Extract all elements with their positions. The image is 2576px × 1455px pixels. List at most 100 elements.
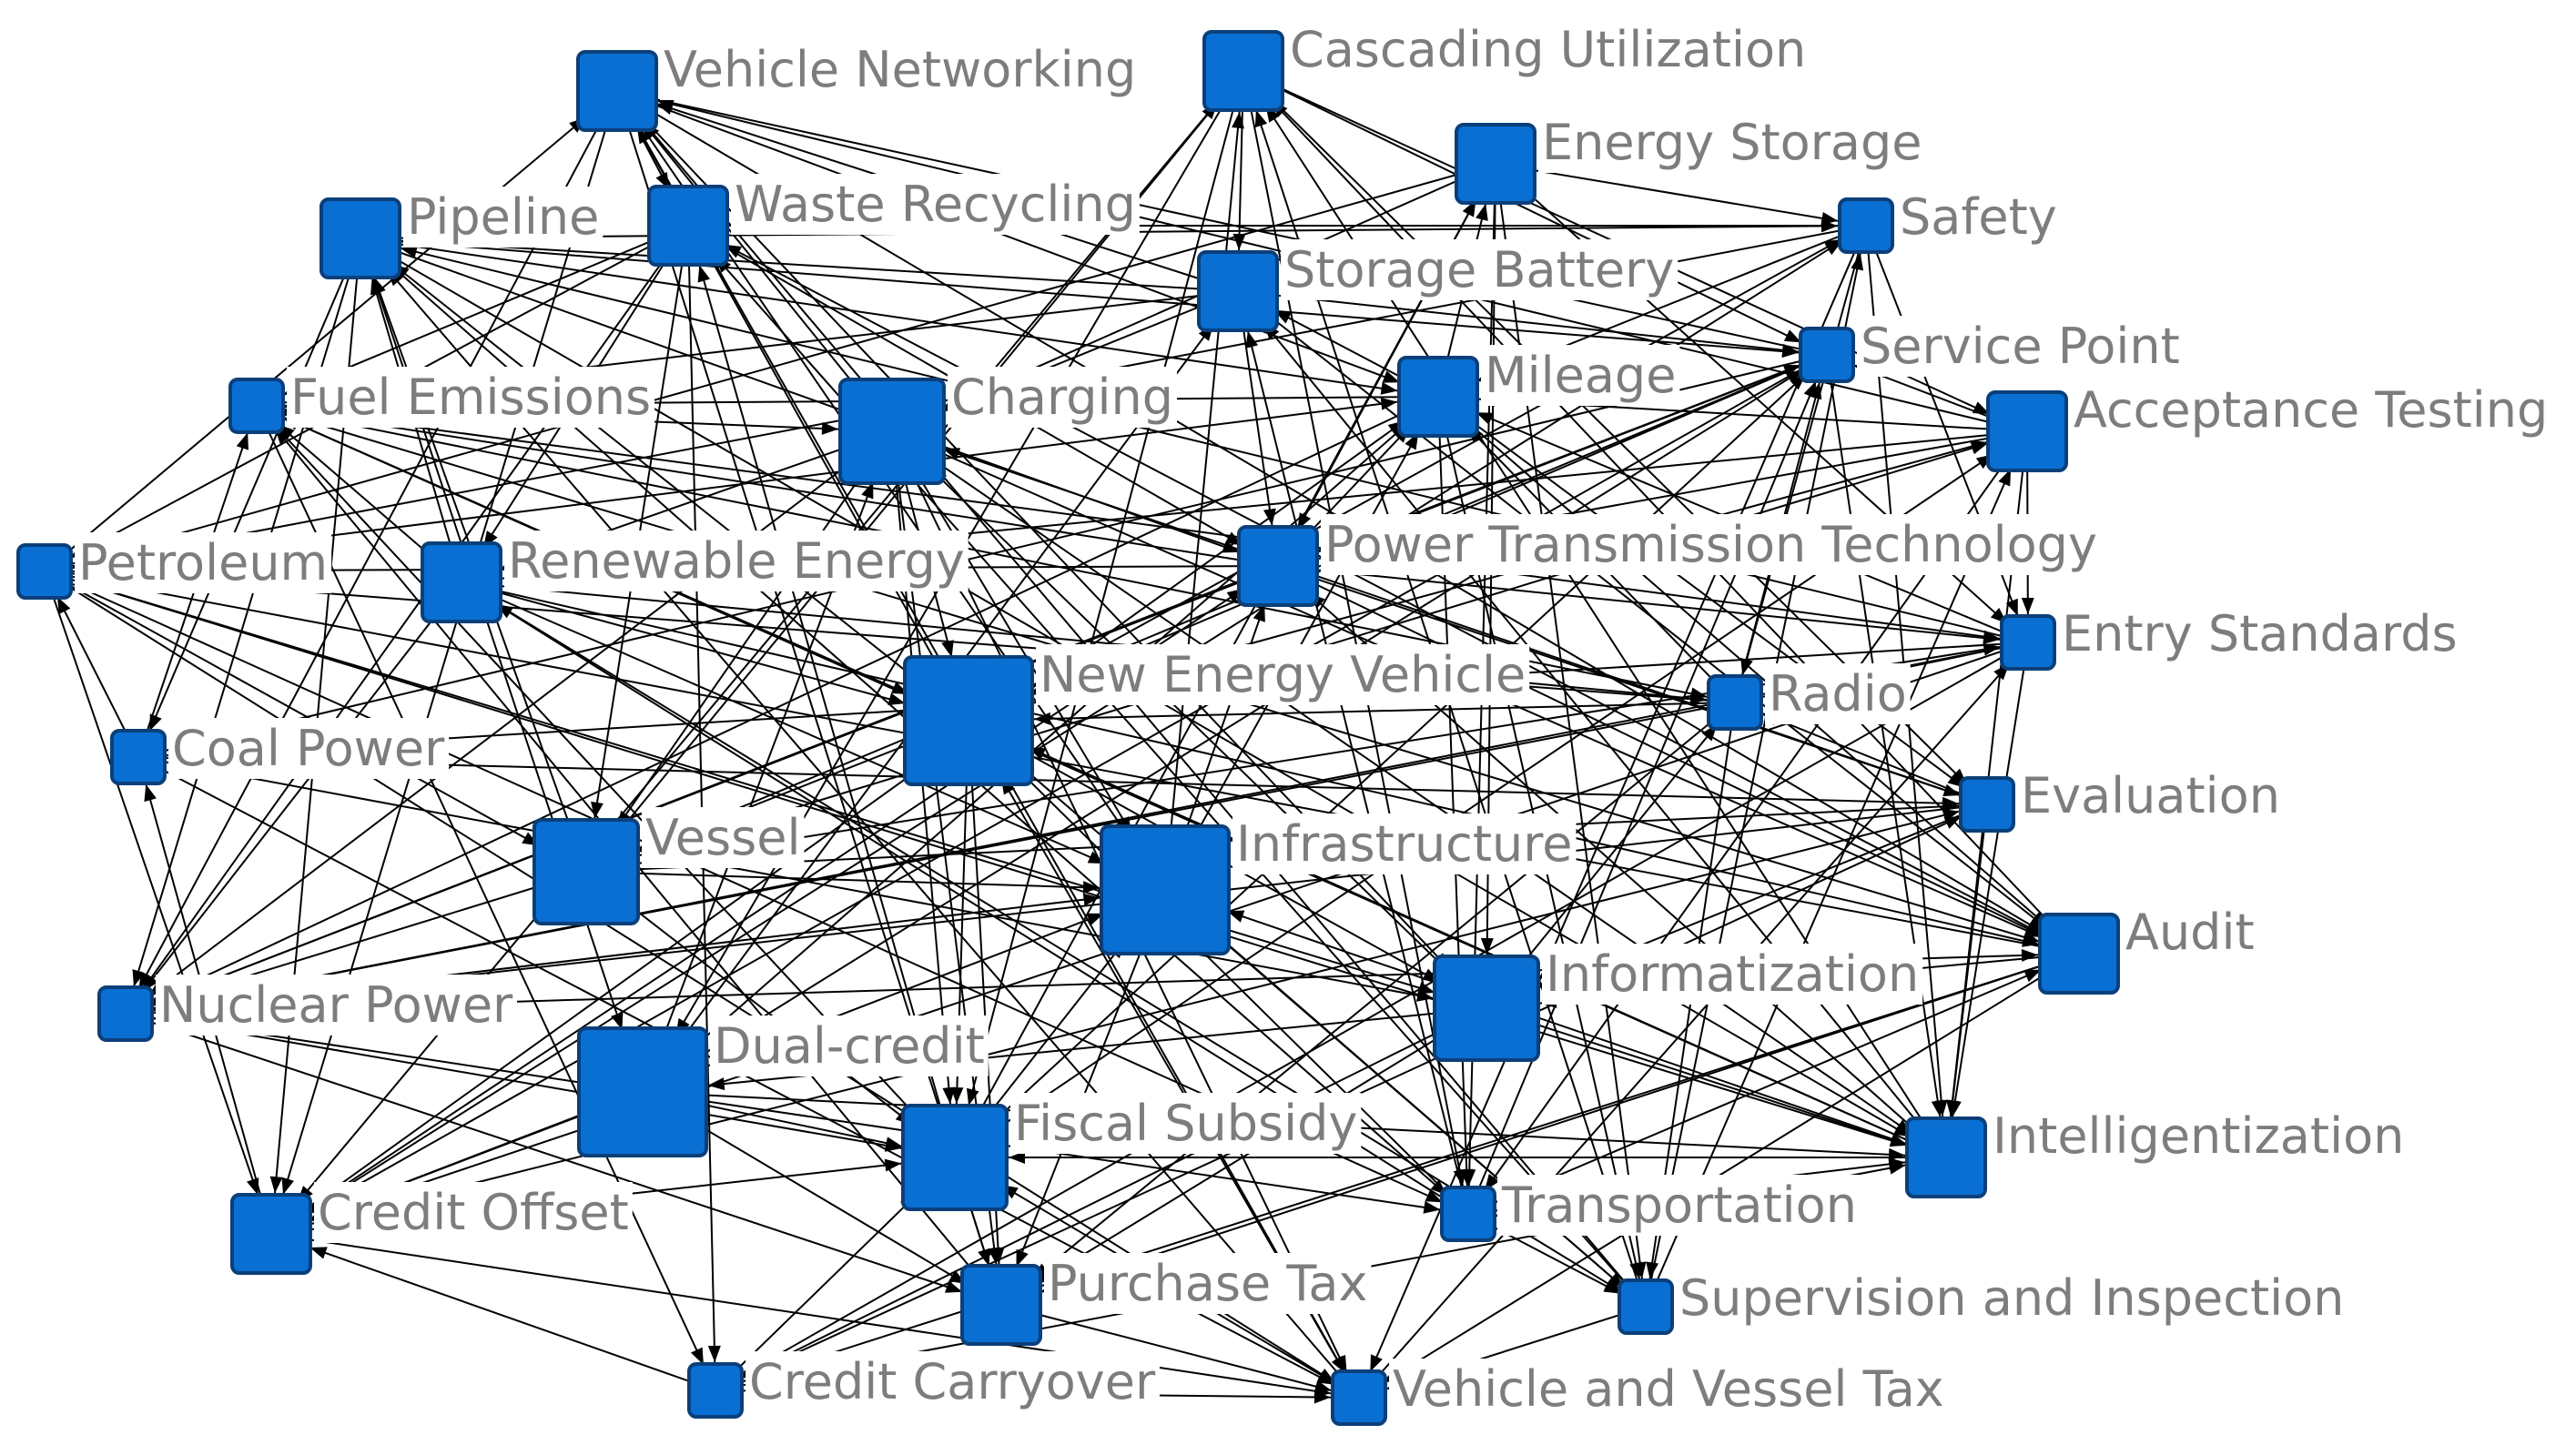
node-mileage[interactable]: Mileage [1397,345,1680,438]
edge-intelligentization-to-new-energy-vehicle [968,720,1947,1158]
node-box-petroleum[interactable] [16,543,73,600]
node-credit-carryover[interactable]: Credit Carryover [687,1351,1160,1419]
node-coal-power[interactable]: Coal Power [110,718,450,785]
node-radio[interactable]: Radio [1707,663,1911,731]
node-label-waste-recycling: Waste Recycling [735,176,1136,233]
node-evaluation[interactable]: Evaluation [1959,765,2284,833]
node-supervision-and-inspection[interactable]: Supervision and Inspection [1618,1268,2348,1335]
arrowhead-informatization [1416,989,1434,1002]
node-service-point[interactable]: Service Point [1799,316,2184,383]
node-box-fuel-emissions[interactable] [228,378,285,434]
node-vessel[interactable]: Vessel [532,807,805,925]
node-box-audit[interactable] [2038,913,2120,995]
label-bg-petroleum [75,532,332,593]
node-safety[interactable]: Safety [1838,187,2061,254]
node-box-vessel[interactable] [532,818,640,925]
node-box-transportation[interactable] [1440,1186,1496,1242]
node-box-intelligentization[interactable] [1905,1117,1987,1198]
node-transportation[interactable]: Transportation [1440,1175,1861,1242]
arrowhead-infrastructure [1082,881,1100,894]
node-vehicle-and-vessel-tax[interactable]: Vehicle and Vessel Tax [1331,1359,1948,1426]
node-label-energy-storage: Energy Storage [1542,114,1922,171]
node-box-credit-carryover[interactable] [687,1362,744,1419]
arrowhead-credit-carryover [707,1345,721,1363]
arrowhead-infrastructure [1086,913,1104,925]
node-renewable-energy[interactable]: Renewable Energy [421,530,969,623]
node-audit[interactable]: Audit [2038,902,2258,995]
node-label-audit: Audit [2125,904,2255,961]
node-entry-standards[interactable]: Entry Standards [2000,603,2461,671]
node-box-cascading-utilization[interactable] [1202,30,1284,112]
edge-vehicle-networking-to-mileage [616,90,1439,398]
node-pipeline[interactable]: Pipeline [319,187,603,279]
node-box-purchase-tax[interactable] [960,1264,1042,1346]
arrowhead-credit-offset [309,1247,328,1259]
node-credit-offset[interactable]: Credit Offset [230,1182,633,1275]
edge-petroleum-to-intelligentization [44,571,1947,1158]
node-box-nuclear-power[interactable] [97,985,154,1042]
node-energy-storage[interactable]: Energy Storage [1455,112,1926,205]
edge-audit-to-credit-carryover [715,953,2080,1391]
node-box-fiscal-subsidy[interactable] [901,1104,1009,1211]
node-dual-credit[interactable]: Dual-credit [577,1015,989,1157]
edge-vehicle-networking-to-purchase-tax [616,90,1002,1306]
arrowhead-audit [2021,948,2039,962]
arrowhead-informatization [1480,937,1494,955]
node-box-credit-offset[interactable] [230,1193,312,1275]
node-box-energy-storage[interactable] [1455,123,1536,205]
node-fiscal-subsidy[interactable]: Fiscal Subsidy [901,1093,1362,1211]
node-power-transmission-technology[interactable]: Power Transmission Technology [1237,514,2101,607]
arrowhead-service-point [1783,329,1802,343]
node-box-radio[interactable] [1707,674,1763,731]
node-box-infrastructure[interactable] [1100,824,1231,955]
node-box-entry-standards[interactable] [2000,614,2056,671]
node-charging[interactable]: Charging [838,367,1178,485]
node-box-evaluation[interactable] [1959,776,2015,833]
label-bg-renewable-energy [504,530,969,591]
edge-audit-to-purchase-tax [1000,953,2080,1306]
node-box-acceptance-testing[interactable] [1986,390,2068,472]
node-box-informatization[interactable] [1433,955,1540,1062]
arrowhead-acceptance-testing [1970,441,1988,455]
node-fuel-emissions[interactable]: Fuel Emissions [228,367,655,434]
node-informatization[interactable]: Informatization [1433,944,1923,1062]
node-cascading-utilization[interactable]: Cascading Utilization [1202,19,1810,112]
node-purchase-tax[interactable]: Purchase Tax [960,1253,1372,1346]
node-nuclear-power[interactable]: Nuclear Power [97,975,518,1042]
node-box-service-point[interactable] [1799,327,1855,383]
node-waste-recycling[interactable]: Waste Recycling [647,174,1140,267]
node-label-credit-carryover: Credit Carryover [749,1353,1156,1410]
edge-audit-to-waste-recycling [687,225,2080,955]
node-box-renewable-energy[interactable] [421,541,502,623]
edge-transportation-to-storage-battery [1237,290,1469,1215]
edge-evaluation-to-charging [891,430,1988,805]
node-box-dual-credit[interactable] [577,1026,708,1157]
edge-fiscal-subsidy-to-waste-recycling [687,225,956,1158]
node-box-waste-recycling[interactable] [647,185,729,267]
node-box-vehicle-and-vessel-tax[interactable] [1331,1369,1387,1426]
arrowhead-fuel-emissions [236,432,248,450]
edge-supervision-and-inspection-to-acceptance-testing [1645,430,2028,1308]
node-box-new-energy-vehicle[interactable] [903,655,1034,786]
node-box-pipeline[interactable] [319,197,401,279]
arrowhead-fiscal-subsidy [885,1137,903,1150]
node-petroleum[interactable]: Petroleum [16,532,332,600]
node-box-coal-power[interactable] [110,729,167,785]
node-box-power-transmission-technology[interactable] [1237,525,1319,607]
node-new-energy-vehicle[interactable]: New Energy Vehicle [903,644,1530,786]
node-box-supervision-and-inspection[interactable] [1618,1278,1674,1335]
node-box-mileage[interactable] [1397,356,1479,438]
label-bg-infrastructure [1232,813,1577,874]
node-box-charging[interactable] [838,378,946,485]
node-vehicle-networking[interactable]: Vehicle Networking [576,39,1141,132]
arrowhead-purchase-tax [978,1248,990,1267]
node-box-storage-battery[interactable] [1197,250,1279,332]
node-infrastructure[interactable]: Infrastructure [1100,813,1577,955]
node-box-safety[interactable] [1838,197,1894,254]
node-storage-battery[interactable]: Storage Battery [1197,239,1678,332]
node-box-vehicle-networking[interactable] [576,50,658,132]
arrowhead-new-energy-vehicle [887,692,906,706]
node-acceptance-testing[interactable]: Acceptance Testing [1986,379,2552,472]
node-label-new-energy-vehicle: New Energy Vehicle [1040,646,1526,703]
node-intelligentization[interactable]: Intelligentization [1905,1106,2409,1198]
